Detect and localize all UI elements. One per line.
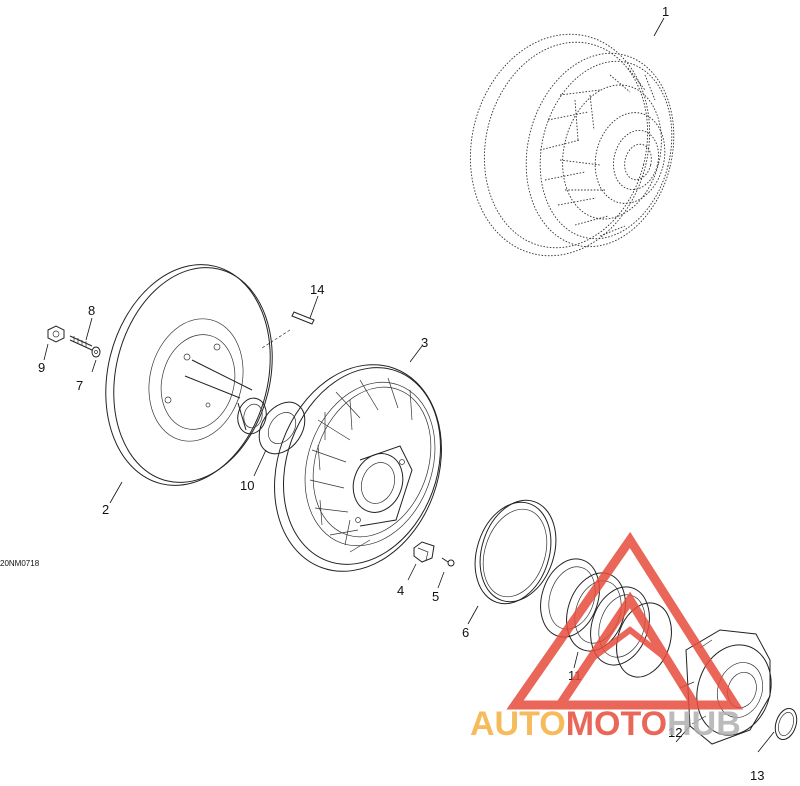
part-4-slider-shoe bbox=[407, 541, 435, 581]
part-2-fixed-sheave bbox=[105, 264, 273, 504]
part-14-key bbox=[261, 295, 319, 349]
watermark-logo-icon bbox=[506, 531, 744, 710]
callout-7: 7 bbox=[76, 378, 83, 393]
callout-10: 10 bbox=[240, 478, 254, 493]
callout-13: 13 bbox=[750, 768, 764, 783]
part-7-washer bbox=[91, 346, 101, 373]
callout-labels: 1 2 3 4 5 6 7 8 9 10 11 12 13 14 bbox=[38, 4, 764, 783]
callout-8: 8 bbox=[88, 303, 95, 318]
callout-4: 4 bbox=[397, 583, 404, 598]
part-8-bolt bbox=[69, 317, 93, 351]
part-13-circlip bbox=[757, 707, 798, 753]
part-6-ring bbox=[467, 499, 557, 625]
callout-1: 1 bbox=[662, 4, 669, 19]
part-3-movable-sheave bbox=[274, 345, 442, 572]
callout-6: 6 bbox=[462, 625, 469, 640]
automotohub-watermark: AUTOMOTOHUB bbox=[470, 531, 744, 743]
part-9-nut bbox=[43, 325, 65, 361]
part-1-pulley bbox=[469, 17, 675, 257]
callout-14: 14 bbox=[310, 282, 324, 297]
callout-5: 5 bbox=[432, 589, 439, 604]
part-12-cam bbox=[675, 629, 772, 745]
watermark-text: AUTOMOTOHUB bbox=[470, 705, 741, 743]
diagram-code: 20NM0718 bbox=[0, 559, 40, 568]
part-5-screw bbox=[437, 557, 455, 589]
callout-12: 12 bbox=[668, 725, 682, 740]
part-10-washer bbox=[253, 401, 306, 477]
callout-3: 3 bbox=[421, 335, 428, 350]
callout-9: 9 bbox=[38, 360, 45, 375]
callout-2: 2 bbox=[102, 502, 109, 517]
